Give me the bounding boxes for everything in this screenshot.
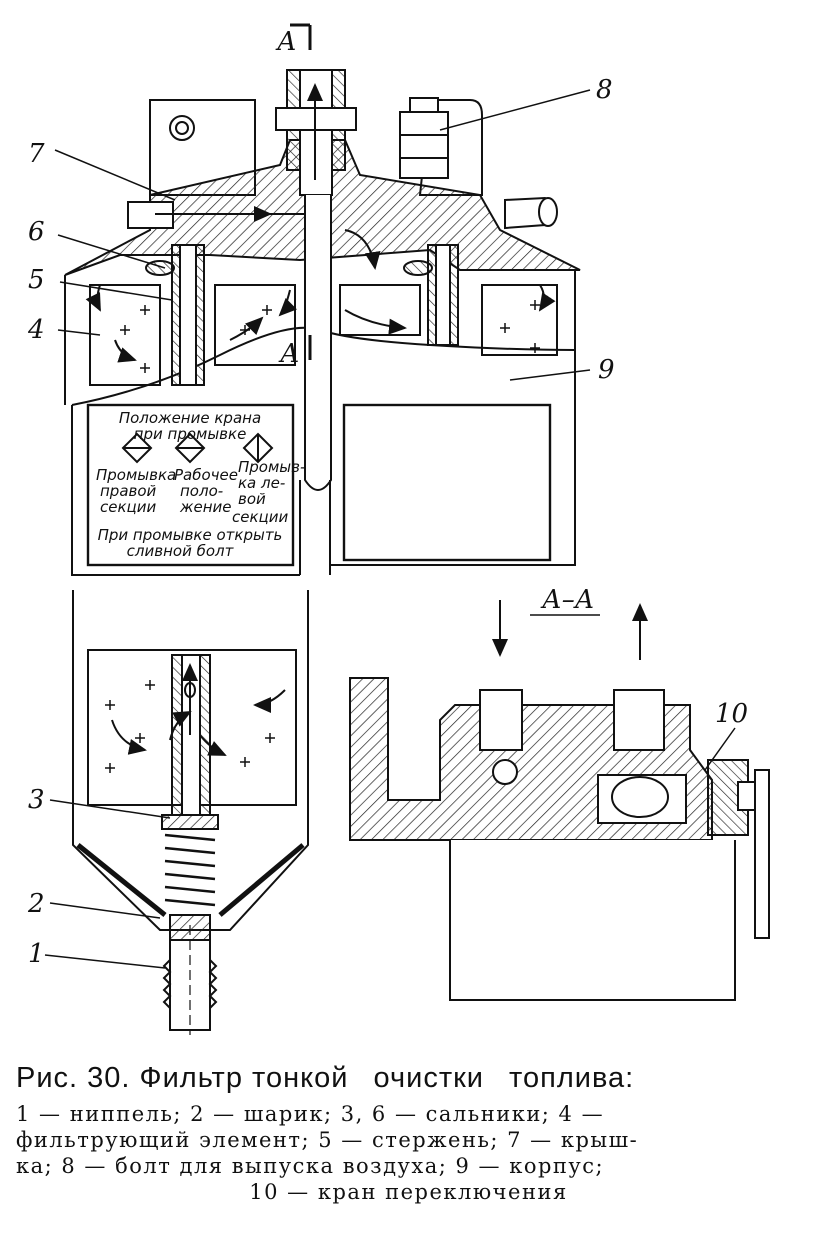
caption-legend-line3: ка; 8 — болт для выпуска воздуха; 9 — ко… [16,1154,605,1178]
callout-4: 4 [27,315,45,345]
plate-col2-line2: поло- [180,482,223,500]
callout-5: 5 [28,265,45,295]
plate-col1-line2: правой [100,482,157,500]
caption-legend-line4: 10 — кран переключения [249,1180,568,1204]
callout-7: 7 [28,139,45,169]
instruction-plate: Положение крана при промывке Промывка пр… [96,409,305,560]
caption-title: Рис. 30. Фильтр тонкой очистки топлива: [16,1062,801,1095]
callout-9: 9 [598,355,615,385]
caption-legend-line1: 1 — ниппель; 2 — шарик; 3, 6 — сальники;… [16,1102,605,1126]
caption-legend-line2: фильтрующий элемент; 5 — стержень; 7 — к… [16,1128,639,1152]
figure-caption: Рис. 30. Фильтр тонкой очистки топлива: … [16,1062,801,1205]
plate-col3-line2: ка ле- [238,474,285,492]
plate-line2: при промывке [134,425,247,443]
caption-title-part2: очистки [373,1062,484,1094]
section-mark-bottom: А [278,339,300,369]
plate-col3-line3: вой [238,490,266,508]
plate-col3-line4: секции [232,508,288,526]
plate-col2-line1: Рабочее [174,466,238,484]
bottom-filter-section [44,590,309,1035]
callout-2: 2 [27,889,45,919]
callout-labels: 7 6 5 4 8 9 3 2 1 10 А А А–А [27,27,748,969]
section-mark-top: А [275,27,297,57]
callout-6: 6 [28,217,45,247]
section-a-a [349,600,770,1001]
plate-col1-line3: секции [100,498,156,516]
callout-8: 8 [596,75,613,105]
caption-title-part1: Рис. 30. Фильтр тонкой [16,1062,349,1094]
fuel-filter-drawing: 7 6 5 4 8 9 3 2 1 10 А А А–А Положение к… [27,23,770,1035]
callout-3: 3 [28,785,45,815]
plate-bottom1: При промывке открыть [98,526,283,544]
plate-line1: Положение крана [119,409,261,427]
plate-bottom2: сливной болт [127,542,235,560]
callout-1: 1 [28,939,45,969]
callout-10: 10 [715,699,748,729]
top-filter-assembly [54,23,591,576]
plate-col2-line3: жение [179,498,232,516]
caption-title-part3: топлива: [509,1062,635,1094]
plate-col3-line1: Промыв- [238,458,305,476]
plate-col1-line1: Промывка [96,466,176,484]
section-title: А–А [540,585,594,615]
